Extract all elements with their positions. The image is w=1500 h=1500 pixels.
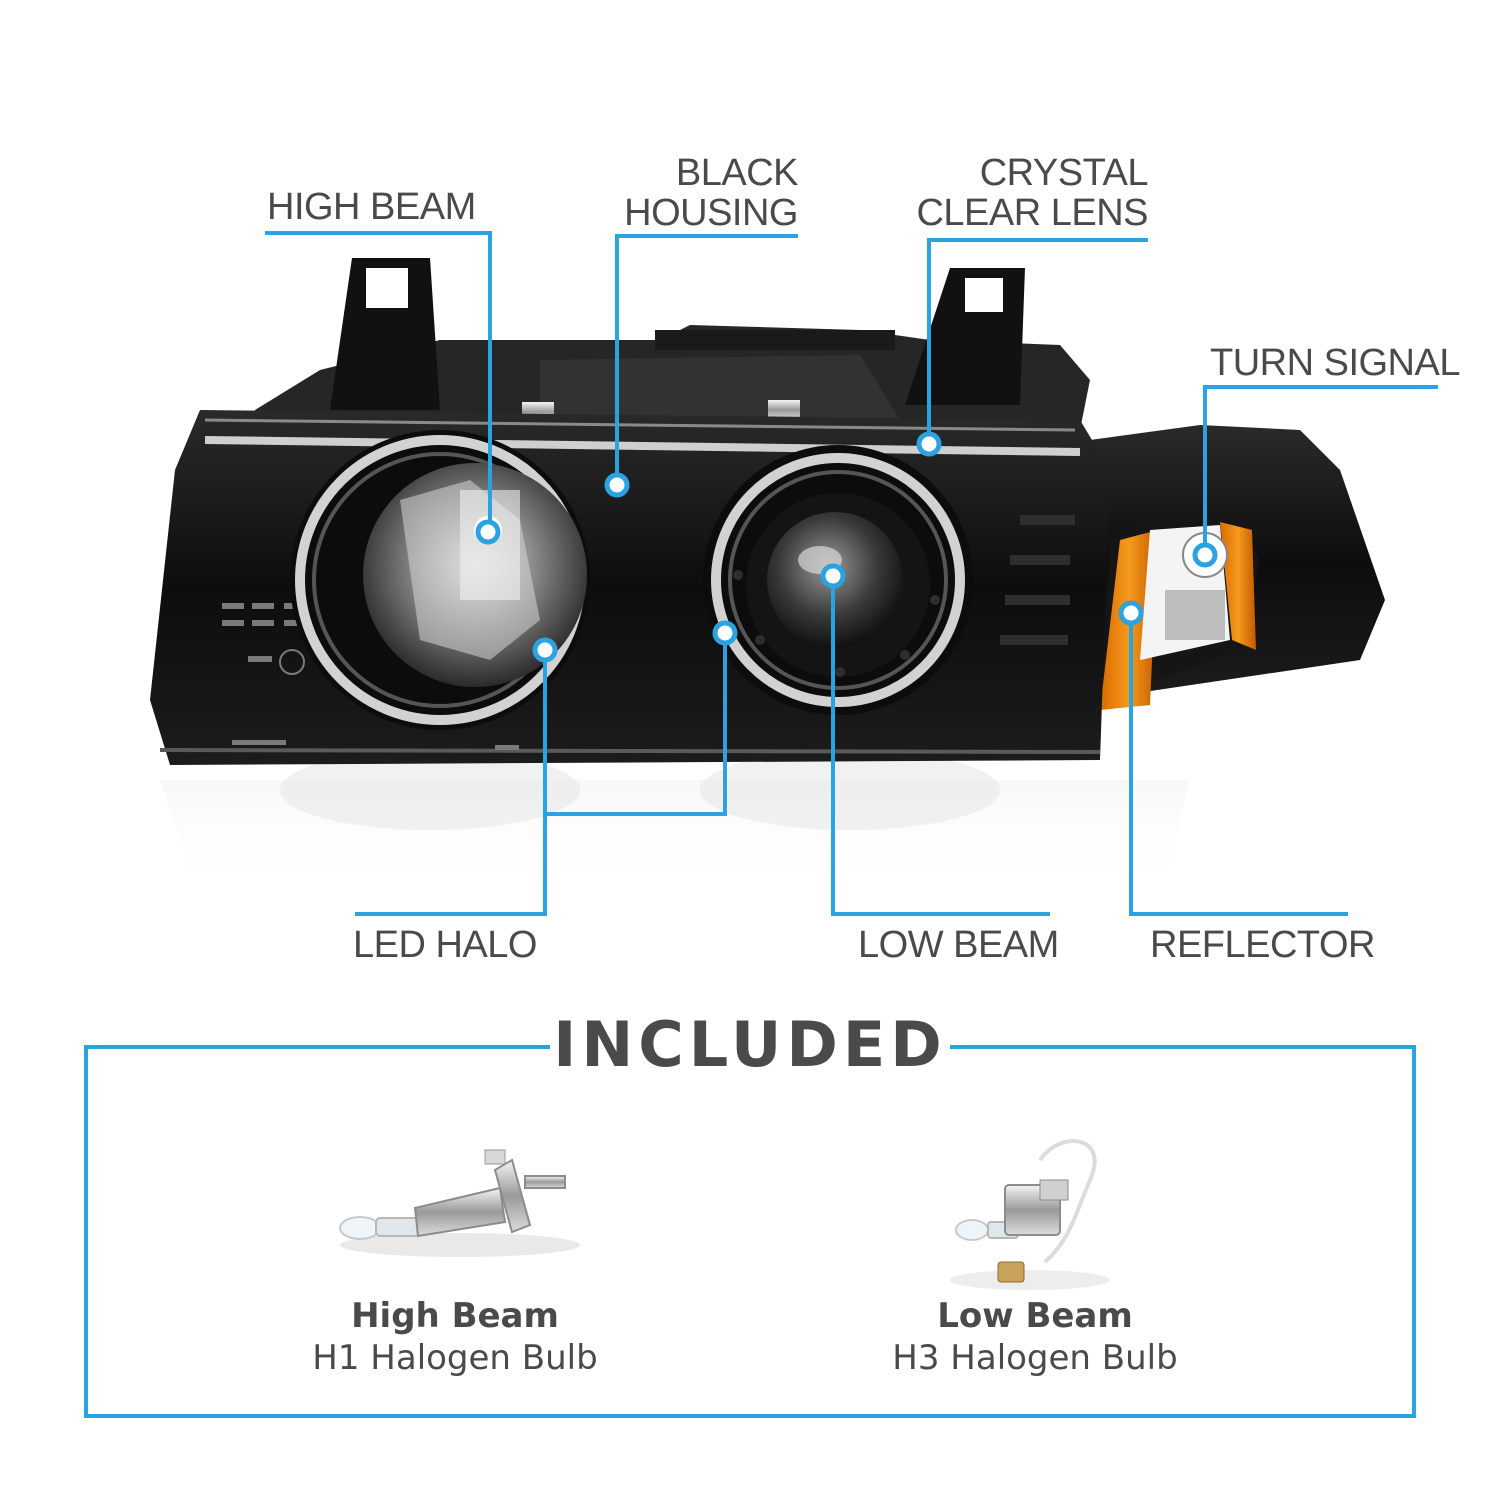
h1-bulb-icon — [339, 1149, 580, 1257]
dot-turn-signal — [1192, 542, 1218, 568]
leader-black-housing — [615, 234, 798, 483]
callout-led-halo: LED HALO — [353, 925, 537, 965]
bulb-description: H1 Halogen Bulb — [312, 1338, 598, 1378]
bulb-name: Low Beam — [937, 1296, 1133, 1336]
leader-high-beam — [265, 231, 492, 530]
leader-reflector — [1129, 613, 1348, 916]
bulb-description: H3 Halogen Bulb — [892, 1338, 1178, 1378]
callout-reflector: REFLECTOR — [1150, 925, 1375, 965]
leader-crystal-clear-lens — [927, 238, 1148, 442]
leader-led-halo — [355, 652, 547, 916]
dot-led-halo-left — [532, 637, 558, 663]
callout-black-housing-line2: HOUSING — [624, 192, 798, 234]
rear-housing — [255, 325, 1090, 430]
housing-clip — [768, 400, 800, 420]
mounting-bracket-right — [905, 268, 1025, 405]
mounting-bracket-left — [330, 258, 440, 410]
dot-crystal-clear-lens — [916, 431, 942, 457]
bulb-name: High Beam — [351, 1296, 559, 1336]
included-title: INCLUDED — [550, 1010, 950, 1080]
headlight-reflection — [160, 750, 1190, 900]
callout-low-beam: LOW BEAM — [858, 925, 1059, 965]
dot-reflector — [1118, 600, 1144, 626]
included-item-high-beam: High Beam H1 Halogen Bulb — [245, 1295, 665, 1379]
leader-low-beam — [831, 576, 1050, 916]
included-frame — [84, 1045, 1416, 1418]
callout-led-halo-line1: LED HALO — [353, 924, 537, 966]
callout-high-beam-line1: HIGH BEAM — [267, 186, 476, 228]
callout-reflector-line1: REFLECTOR — [1150, 924, 1375, 966]
callout-low-beam-line1: LOW BEAM — [858, 924, 1059, 966]
leader-turn-signal — [1203, 385, 1438, 555]
callout-turn-signal-line1: TURN SIGNAL — [1210, 342, 1460, 384]
callout-black-housing-line1: BLACK — [675, 152, 799, 194]
callout-crystal-clear-lens: CRYSTAL CLEAR LENS — [916, 153, 1148, 233]
leader-lines — [265, 231, 1438, 916]
dot-black-housing — [604, 472, 630, 498]
leader-led-halo-branch — [545, 633, 727, 816]
callout-black-housing: BLACK HOUSING — [624, 153, 798, 233]
h3-bulb-icon — [950, 1139, 1110, 1290]
callout-turn-signal: TURN SIGNAL — [1210, 343, 1460, 383]
included-item-low-beam: Low Beam H3 Halogen Bulb — [825, 1295, 1245, 1379]
callout-dots — [475, 431, 1218, 663]
callout-high-beam: HIGH BEAM — [267, 187, 476, 227]
dot-led-halo-right — [712, 620, 738, 646]
dot-low-beam — [820, 563, 846, 589]
callout-crystal-clear-lens-line2: CLEAR LENS — [916, 192, 1148, 234]
high-beam-lamp — [290, 430, 590, 730]
callout-crystal-clear-lens-line1: CRYSTAL — [979, 152, 1149, 194]
dot-high-beam — [475, 519, 501, 545]
